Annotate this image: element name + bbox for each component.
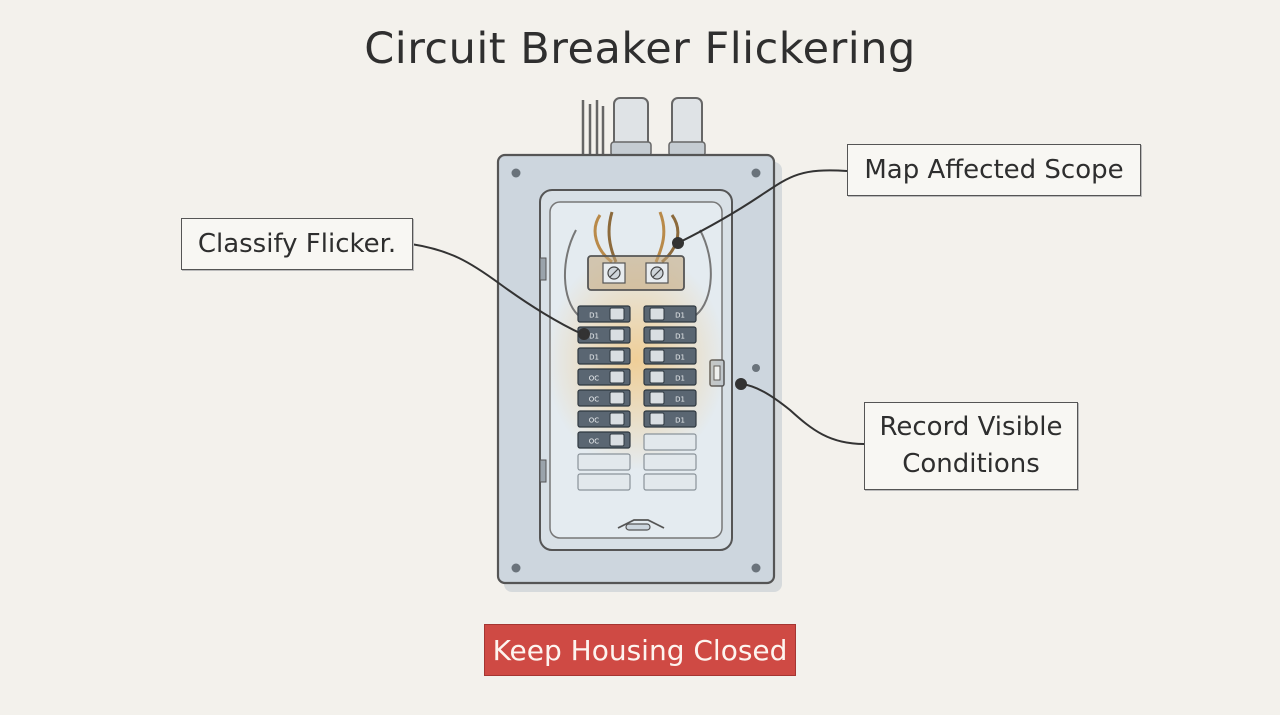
breaker-label: D1 [675,354,685,362]
breaker-label: D1 [675,417,685,425]
callout-record-line1: Record Visible [879,412,1063,442]
breaker-left-7: OC [577,431,631,449]
breaker-right-3: D1 [643,347,697,365]
breaker-label: OC [589,396,600,404]
breaker-left-1: D1 [577,305,631,323]
breaker-label: D1 [675,312,685,320]
breaker-left-3: D1 [577,347,631,365]
leader-classify [410,243,583,335]
callout-record-line2: Conditions [902,449,1040,479]
breaker-label: D1 [589,354,599,362]
leader-map-scope [679,169,848,243]
breaker-left-2: D1 [577,326,631,344]
breaker-left-6: OC [577,410,631,428]
breaker-label: D1 [675,375,685,383]
breaker-right-2: D1 [643,326,697,344]
diagram-title: Circuit Breaker Flickering [364,24,916,74]
leader-map-scope-dot [672,237,684,249]
callout-classify-flicker: Classify Flicker. [181,218,413,270]
top-conduits [581,97,706,157]
breaker-right-5: D1 [643,389,697,407]
breaker-right-4: D1 [643,368,697,386]
breaker-label: OC [589,375,600,383]
breaker-label: D1 [675,333,685,341]
callout-record-visible-conditions: Record Visible Conditions [864,402,1078,490]
callout-map-affected-scope: Map Affected Scope [847,144,1141,196]
breaker-label: OC [589,417,600,425]
leader-record-dot [735,378,747,390]
warning-banner: Keep Housing Closed [484,624,796,676]
breaker-label: D1 [589,312,599,320]
breaker-label: D1 [589,333,599,341]
callout-leaders [410,169,865,445]
breaker-left-5: OC [577,389,631,407]
leader-record [741,383,865,445]
breaker-right-6: D1 [643,410,697,428]
breaker-label: OC [589,438,600,446]
breaker-left-4: OC [577,368,631,386]
empty-slots [577,433,697,491]
main-lugs [587,255,685,291]
leader-classify-dot [578,328,590,340]
breaker-right-1: D1 [643,305,697,323]
breaker-label: D1 [675,396,685,404]
